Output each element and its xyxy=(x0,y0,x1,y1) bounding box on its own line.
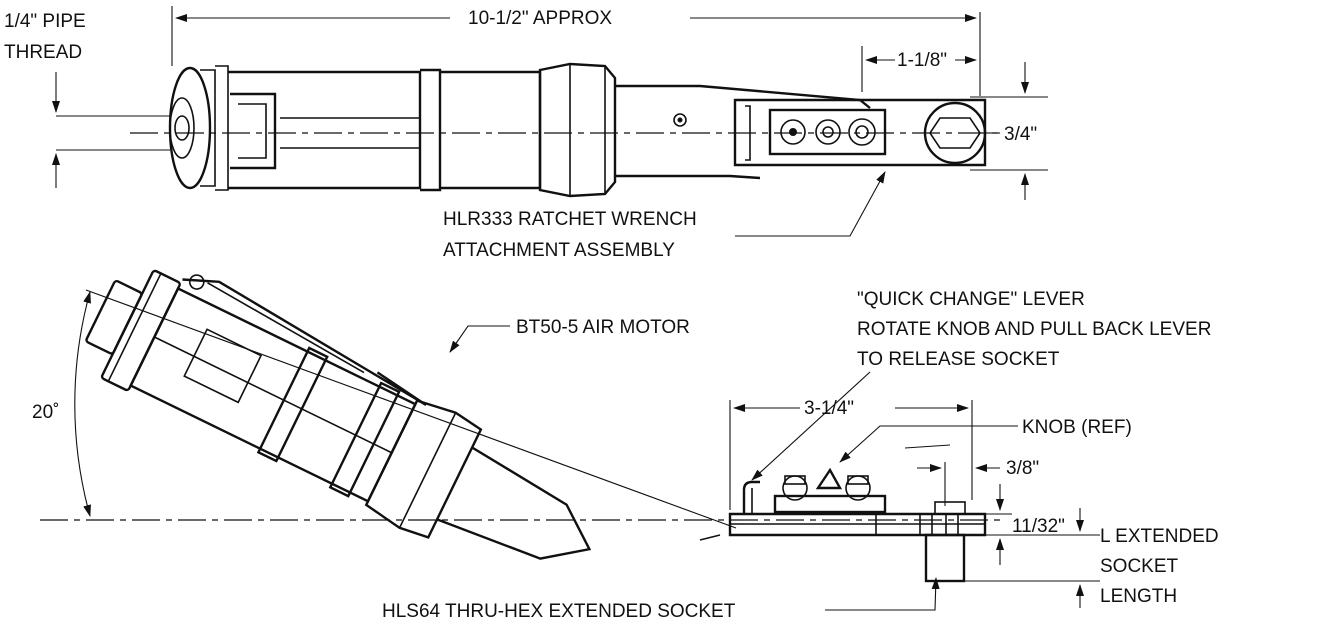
attachment-label-line2: ATTACHMENT ASSEMBLY xyxy=(443,240,675,261)
top-view-tool xyxy=(130,62,1000,198)
pipe-thread-label-line2: THREAD xyxy=(4,42,82,63)
top-view-dimensions xyxy=(52,6,1048,237)
angle-label: 20˚ xyxy=(32,402,59,423)
head-width-label: 3/4" xyxy=(1004,124,1037,145)
extended-socket-label-line1: L EXTENDED xyxy=(1100,526,1219,547)
quick-change-label-line3: TO RELEASE SOCKET xyxy=(857,349,1060,370)
bottom-view-dimensions xyxy=(74,291,1100,611)
air-motor-label: BT50-5 AIR MOTOR xyxy=(516,317,690,338)
head-length-label: 1-1/8" xyxy=(897,50,947,71)
overall-length-label: 10-1/2" APPROX xyxy=(468,8,612,29)
socket-offset-label: 3/8" xyxy=(1006,458,1039,479)
quick-change-label-line1: "QUICK CHANGE" LEVER xyxy=(857,289,1085,310)
knob-label: KNOB (REF) xyxy=(1022,417,1132,438)
labels: 1/4" PIPE THREAD 10-1/2" APPROX 1-1/8" 3… xyxy=(4,8,1219,622)
pipe-thread-label-line1: 1/4" PIPE xyxy=(4,11,86,32)
plate-thickness-label: 11/32" xyxy=(1012,516,1065,537)
lever-length-label: 3-1/4" xyxy=(804,398,854,419)
bottom-view-tool xyxy=(40,269,1000,583)
socket-label: HLS64 THRU-HEX EXTENDED SOCKET xyxy=(382,601,736,622)
extended-socket-label-line2: SOCKET xyxy=(1100,556,1179,577)
attachment-label-line1: HLR333 RATCHET WRENCH xyxy=(443,209,697,230)
quick-change-label-line2: ROTATE KNOB AND PULL BACK LEVER xyxy=(857,319,1211,340)
extended-socket-label-line3: LENGTH xyxy=(1100,586,1177,607)
